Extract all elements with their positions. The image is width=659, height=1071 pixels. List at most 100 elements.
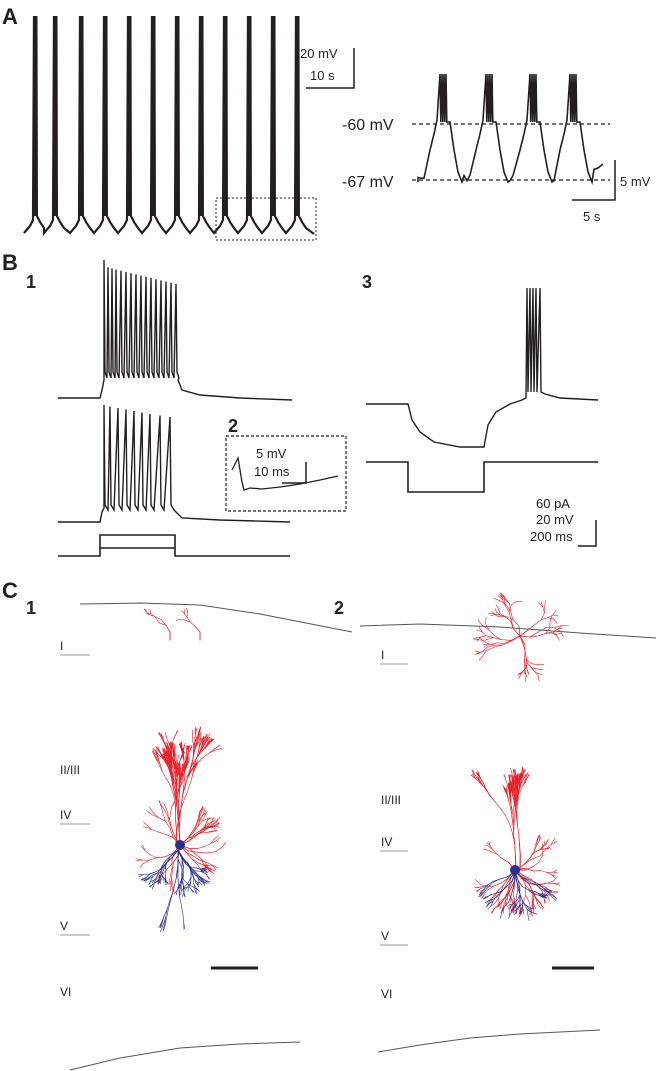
neurite-segment xyxy=(180,618,186,621)
neurite-segment xyxy=(544,631,552,634)
neurite-segment xyxy=(518,785,521,791)
neurite-segment xyxy=(212,864,218,869)
neurite-segment xyxy=(209,750,215,754)
neurite-segment xyxy=(515,795,518,802)
neurite-segment xyxy=(176,890,178,896)
neurite-segment xyxy=(511,788,513,793)
neurite-segment xyxy=(484,884,489,889)
neurite-segment xyxy=(501,598,506,606)
neurite-segment xyxy=(553,627,561,632)
neurite-segment xyxy=(183,771,185,776)
neurite-segment xyxy=(535,672,543,675)
neurite-segment xyxy=(145,873,150,879)
neurite-segment xyxy=(205,880,210,884)
neurite-segment xyxy=(545,626,551,634)
neurite-segment xyxy=(527,773,530,777)
neurite-segment xyxy=(160,871,163,877)
neurite-segment xyxy=(202,815,206,822)
neurite-segment xyxy=(182,914,184,923)
neurite-segment xyxy=(482,889,486,895)
neurite-segment xyxy=(488,881,494,887)
neurite-segment xyxy=(188,744,191,749)
neurite-segment xyxy=(476,636,482,642)
neurite-segment xyxy=(143,859,150,864)
inset-a-level-67: -67 mV xyxy=(342,174,394,191)
neurite-segment xyxy=(167,779,171,787)
neurite-segment xyxy=(517,880,521,889)
neurite-segment xyxy=(194,762,197,766)
neurite-segment xyxy=(201,747,204,751)
neurite-segment xyxy=(528,889,535,892)
panel-b-scale-bar xyxy=(578,520,597,547)
neurite-segment xyxy=(207,823,215,828)
neurite-segment xyxy=(484,786,488,792)
neurite-segment xyxy=(192,769,194,774)
layer-label-1-v: V xyxy=(60,919,68,933)
neurite-segment xyxy=(189,848,196,855)
neurite-segment xyxy=(477,776,480,780)
neurite-segment xyxy=(187,887,190,892)
neurite-segment xyxy=(198,810,201,818)
neurite-segment xyxy=(172,771,175,779)
neurite-segment xyxy=(183,742,186,747)
neurite-segment xyxy=(486,885,495,888)
neurite-segment xyxy=(540,612,545,621)
neurite-segment xyxy=(193,746,196,753)
neurite-segment xyxy=(552,614,558,617)
neurite-segment xyxy=(552,610,557,616)
neurite-segment xyxy=(486,842,491,846)
neurite-segment xyxy=(206,736,209,741)
neurite-segment xyxy=(509,823,513,835)
neurite-segment xyxy=(181,610,185,615)
neurite-segment xyxy=(517,825,520,835)
neurite-segment xyxy=(210,738,215,743)
neurite-segment xyxy=(204,822,207,828)
neurite-segment xyxy=(168,861,175,868)
neurite-segment xyxy=(165,760,167,764)
neurite-segment xyxy=(176,820,179,833)
neurite-segment xyxy=(162,755,166,760)
neurite-segment xyxy=(204,752,210,757)
neurite-segment xyxy=(510,807,512,814)
neurite-segment xyxy=(517,671,523,675)
panel-a-voltage-trace xyxy=(23,15,315,236)
neurite-segment xyxy=(149,871,156,875)
neurite-segment xyxy=(157,868,163,875)
neurite-segment xyxy=(480,891,483,896)
layer-label-1-iv: IV xyxy=(60,808,71,822)
neurite-segment xyxy=(177,849,184,859)
neurite-segment xyxy=(206,874,211,880)
neurite-segment xyxy=(505,878,511,887)
neurite-segment xyxy=(502,784,505,789)
neurite-segment xyxy=(510,888,514,896)
neurite-segment xyxy=(546,890,551,894)
neurite-segment xyxy=(183,761,186,765)
neurite-segment xyxy=(175,731,178,736)
neurite-segment xyxy=(181,745,183,750)
neurite-segment xyxy=(166,908,169,919)
neurite-segment xyxy=(515,895,517,904)
neurite-segment xyxy=(513,775,516,781)
neurite-segment xyxy=(202,742,206,747)
neurite-segment xyxy=(165,742,168,746)
neurite-segment xyxy=(184,619,191,623)
neurite-segment xyxy=(212,829,218,833)
neurite-segment xyxy=(169,742,171,747)
neurite-segment xyxy=(204,737,206,742)
neurite-segment xyxy=(156,856,166,858)
neurite-segment xyxy=(187,761,189,764)
neurite-segment xyxy=(157,756,160,762)
neurite-segment xyxy=(216,816,221,823)
neurite-segment xyxy=(500,614,507,618)
neurite-segment xyxy=(206,818,209,824)
neurite-segment xyxy=(203,864,209,870)
neurite-segment xyxy=(180,746,182,750)
neurite-segment xyxy=(517,798,519,802)
neurite-segment xyxy=(169,766,173,773)
neurite-segment xyxy=(175,783,177,791)
neurite-segment xyxy=(158,866,163,873)
neurite-segment xyxy=(536,898,542,904)
neurite-segment xyxy=(170,849,179,857)
neurite-segment xyxy=(479,890,482,895)
neurite-segment xyxy=(205,737,207,743)
